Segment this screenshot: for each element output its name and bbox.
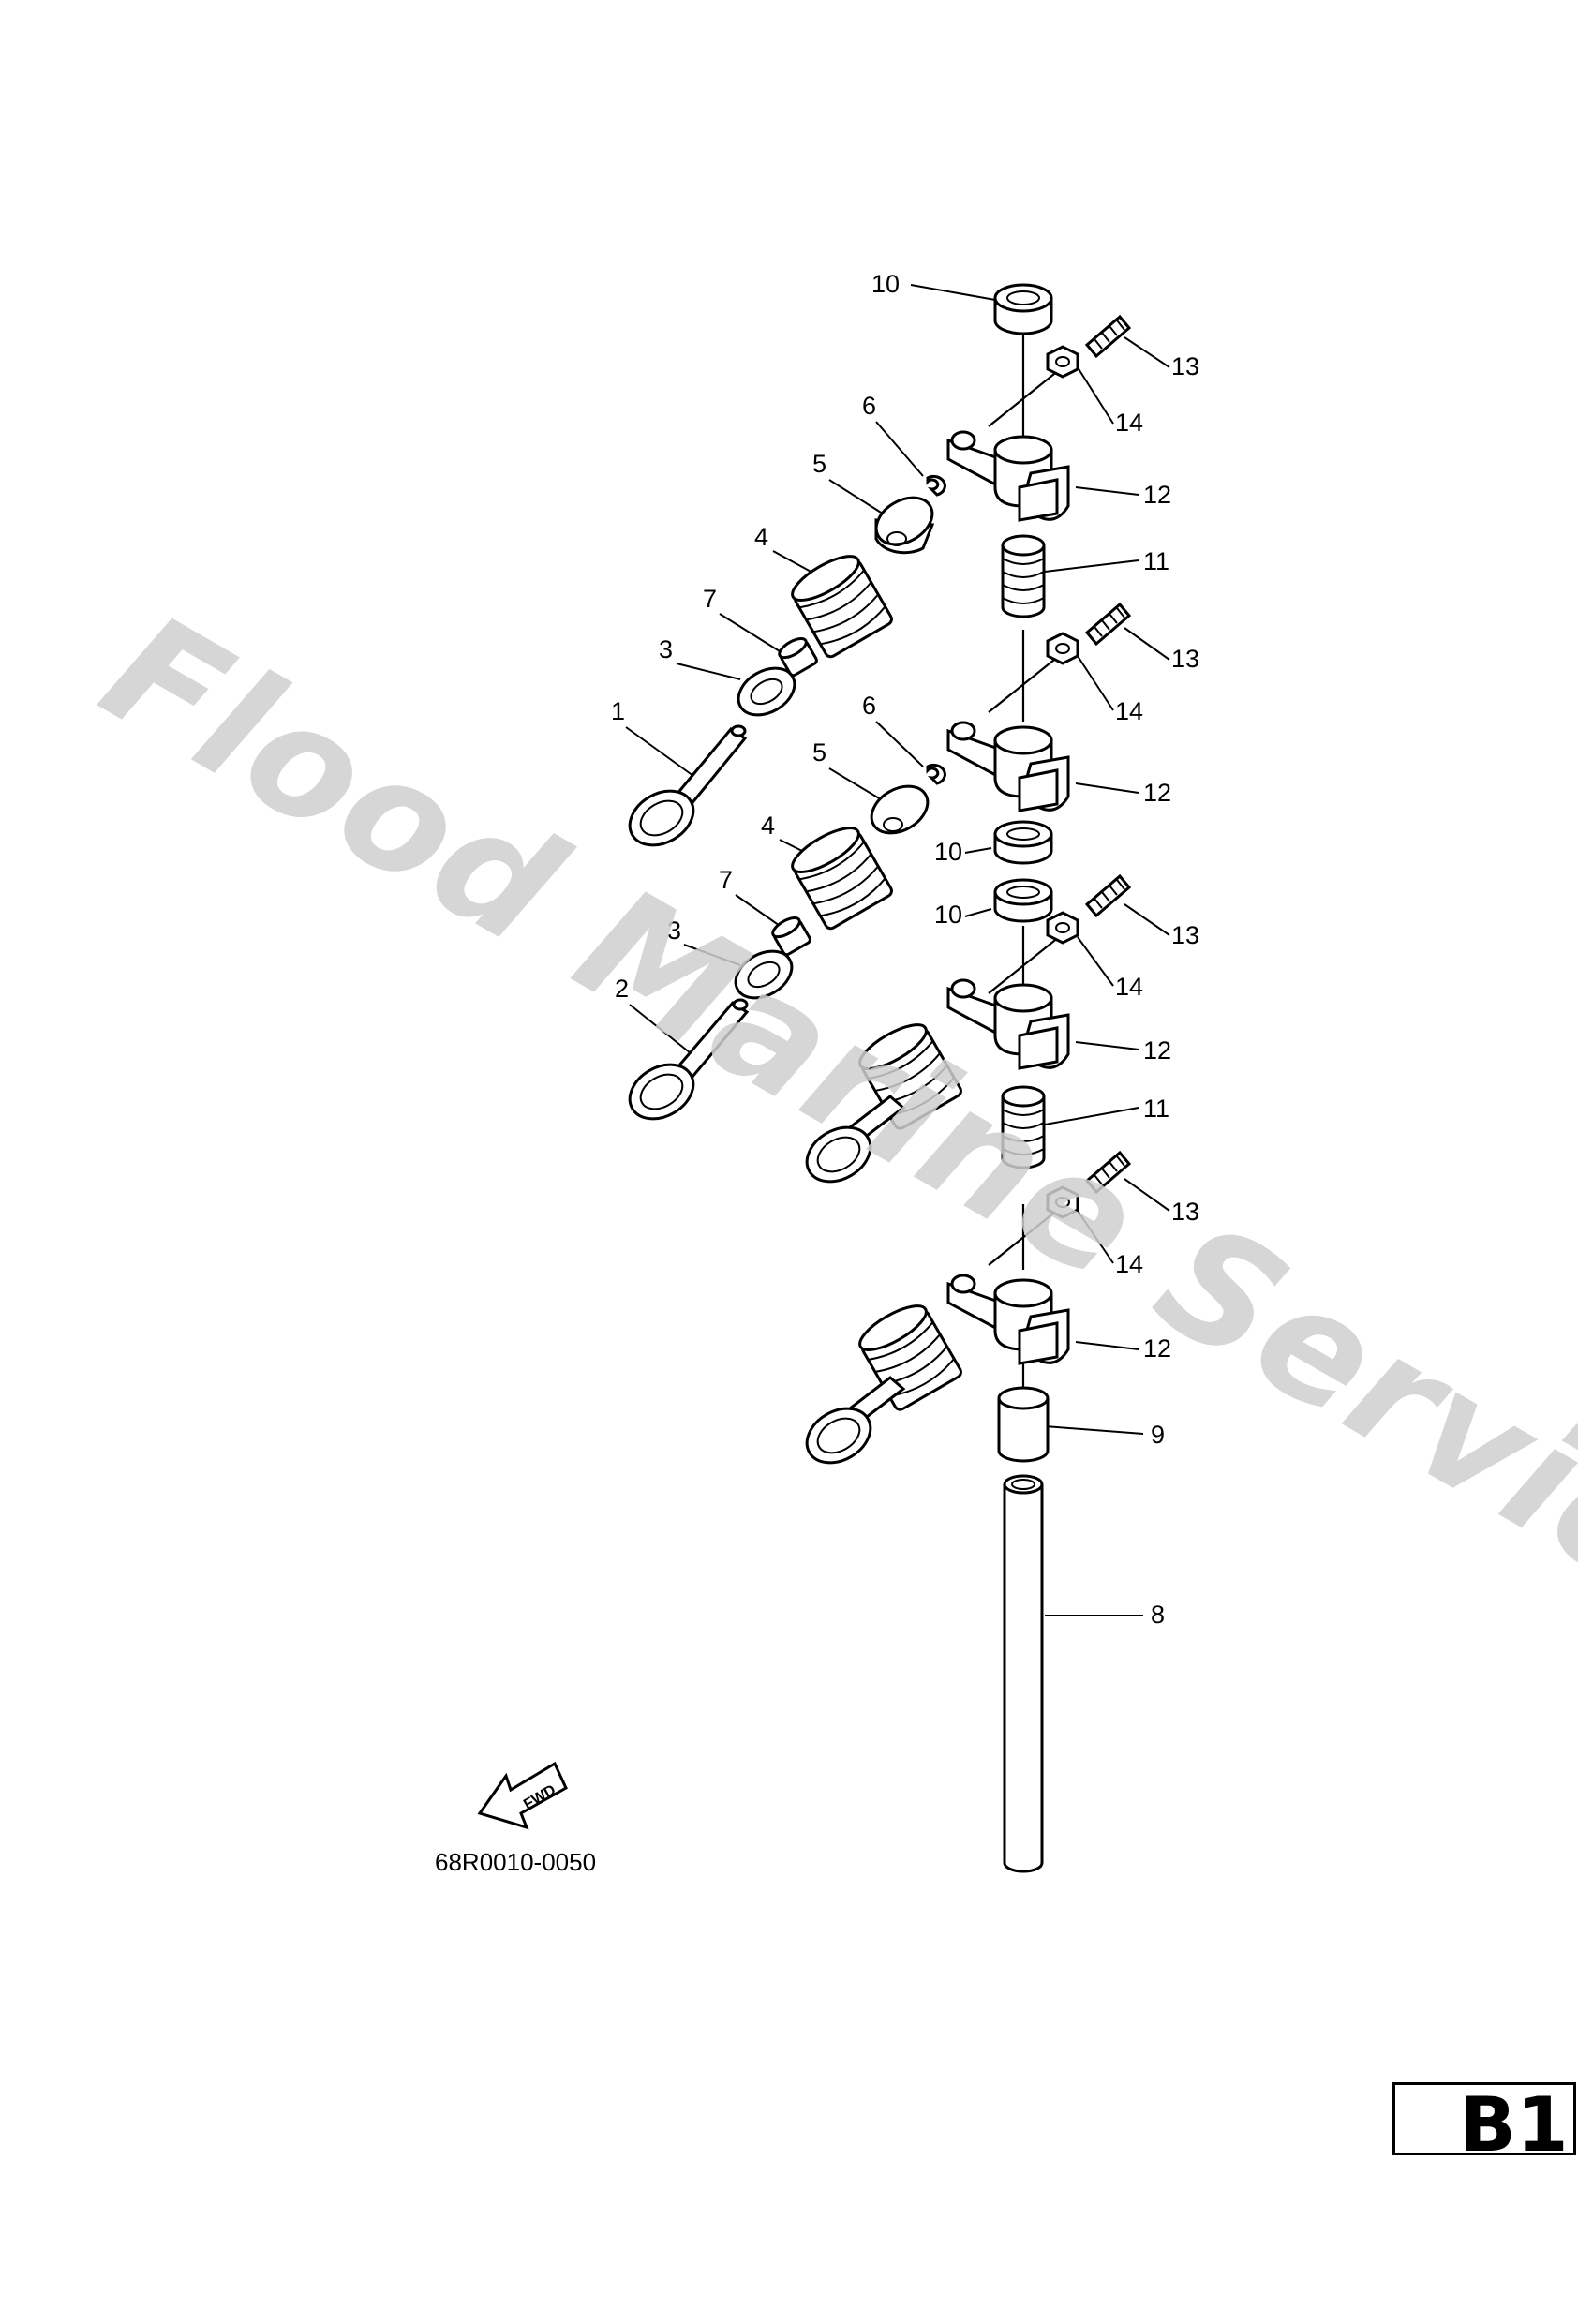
assembled-valve-lower [805,1304,962,1465]
adjusting-screw [1084,873,1132,918]
callout-8: 8 [1151,1601,1165,1629]
spacer [993,878,1053,923]
assembled-valve-upper [805,1023,962,1184]
callout-10: 10 [871,270,900,298]
callout-6: 6 [862,392,876,420]
rocker-arm [946,1274,1070,1365]
callout-5: 5 [812,738,826,767]
rocker-shaft [1003,1474,1044,1873]
callout-labels: 10 13 14 6 5 12 11 4 7 3 13 14 1 6 12 5 … [611,270,1199,1629]
collar [997,1386,1050,1463]
callout-6: 6 [862,692,876,720]
callout-14: 14 [1115,973,1143,1001]
callout-12: 12 [1143,481,1171,509]
callout-3: 3 [667,916,681,945]
callout-14: 14 [1115,697,1143,725]
rocker-spring [1001,1085,1046,1169]
callout-9: 9 [1151,1421,1165,1449]
callout-4: 4 [761,812,775,840]
rocker-arm [946,430,1070,522]
callout-11: 11 [1143,547,1169,575]
spacer [993,820,1053,865]
callout-13: 13 [1171,1198,1199,1226]
callout-4: 4 [754,523,768,551]
callout-13: 13 [1171,921,1199,949]
lock-nut [1046,632,1079,665]
adjusting-screw [1084,602,1132,647]
part-number: 68R0010-0050 [435,1848,597,1876]
page-code: B1 [1459,2082,1569,2155]
lock-nut [1046,1185,1079,1219]
page-code-box: B1 [1392,2082,1576,2155]
callout-1: 1 [611,697,625,725]
callout-10: 10 [934,901,962,929]
callout-7: 7 [719,866,733,894]
rocker-arm [946,978,1070,1070]
callout-3: 3 [659,635,673,663]
callout-14: 14 [1115,409,1143,437]
callout-12: 12 [1143,779,1171,807]
rocker-arm [946,721,1070,812]
callout-14: 14 [1115,1250,1143,1278]
adjusting-screw [1084,314,1132,359]
callout-2: 2 [615,975,629,1003]
adjusting-screw [1084,1150,1132,1195]
axis-lines [988,330,1060,1396]
fwd-arrow-icon: FWD [477,1761,568,1830]
callout-13: 13 [1171,352,1199,380]
callout-13: 13 [1171,645,1199,673]
valve-assembly-1 [628,475,946,847]
callout-12: 12 [1143,1334,1171,1363]
callout-11: 11 [1143,1095,1169,1123]
callout-7: 7 [703,585,717,613]
lock-nut [1046,911,1079,945]
callout-10: 10 [934,838,962,866]
callout-5: 5 [812,450,826,478]
callout-12: 12 [1143,1036,1171,1065]
leader-lines [625,284,1170,1616]
rocker-spring [1001,534,1046,618]
valve-assembly-2 [628,764,946,1121]
lock-nut [1046,345,1079,379]
valve-cap [993,283,1053,335]
